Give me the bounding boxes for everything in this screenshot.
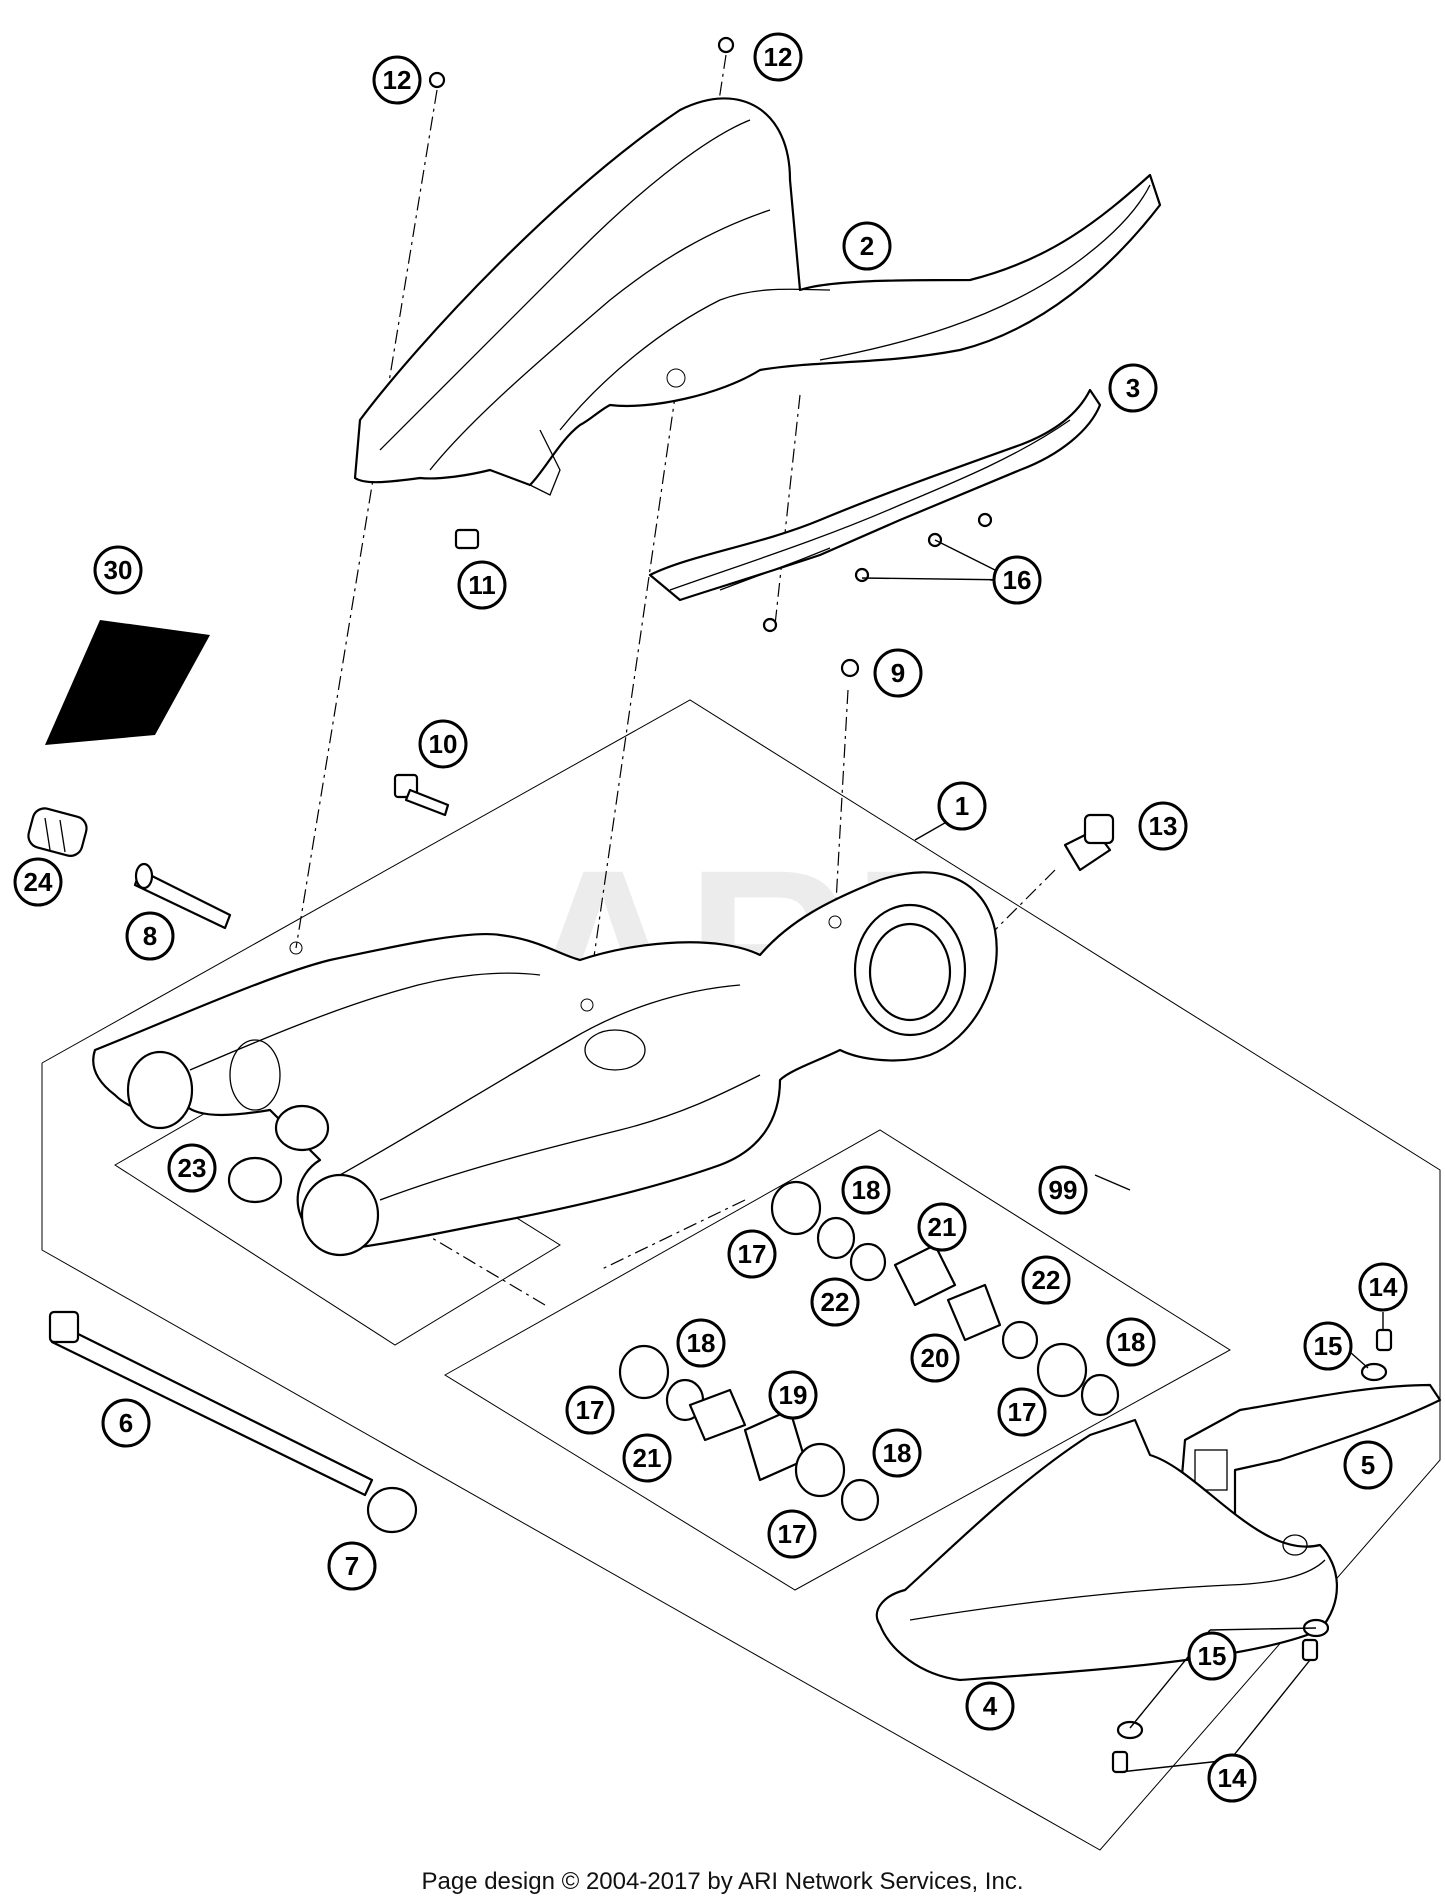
callout-12b: 12 bbox=[753, 32, 803, 82]
svg-text:99: 99 bbox=[1049, 1175, 1078, 1205]
fasteners bbox=[1111, 1328, 1393, 1774]
callout-15b: 15 bbox=[1187, 1631, 1237, 1681]
svg-text:17: 17 bbox=[738, 1239, 767, 1269]
svg-text:23: 23 bbox=[178, 1153, 207, 1183]
screws bbox=[428, 36, 993, 678]
svg-text:6: 6 bbox=[119, 1408, 133, 1438]
callout-20: 20 bbox=[910, 1333, 960, 1383]
svg-text:12: 12 bbox=[383, 65, 412, 95]
svg-text:30: 30 bbox=[104, 555, 133, 585]
plug-part bbox=[27, 807, 88, 857]
svg-text:2: 2 bbox=[860, 231, 874, 261]
svg-text:18: 18 bbox=[852, 1175, 881, 1205]
svg-text:7: 7 bbox=[345, 1551, 359, 1581]
bolt-part-10 bbox=[393, 773, 450, 817]
svg-text:20: 20 bbox=[921, 1343, 950, 1373]
svg-text:22: 22 bbox=[1032, 1265, 1061, 1295]
callout-18a: 18 bbox=[841, 1165, 891, 1215]
svg-text:17: 17 bbox=[778, 1519, 807, 1549]
svg-text:4: 4 bbox=[983, 1691, 998, 1721]
svg-text:24: 24 bbox=[24, 867, 53, 897]
callout-8: 8 bbox=[125, 911, 175, 961]
bearing-kit-boundary bbox=[444, 1129, 1231, 1591]
svg-text:22: 22 bbox=[821, 1287, 850, 1317]
callout-18b: 18 bbox=[676, 1318, 726, 1368]
callout-17a: 17 bbox=[727, 1229, 777, 1279]
callout-10: 10 bbox=[418, 719, 468, 769]
svg-text:18: 18 bbox=[883, 1438, 912, 1468]
svg-text:11: 11 bbox=[468, 570, 496, 600]
svg-text:17: 17 bbox=[576, 1395, 605, 1425]
callout-30: 30 bbox=[93, 545, 143, 595]
copyright-footer: Page design © 2004-2017 by ARI Network S… bbox=[421, 1868, 1024, 1895]
svg-text:15: 15 bbox=[1314, 1331, 1343, 1361]
svg-text:18: 18 bbox=[687, 1328, 716, 1358]
callout-12a: 12 bbox=[372, 55, 422, 105]
nut-part bbox=[366, 1486, 418, 1534]
svg-text:21: 21 bbox=[633, 1443, 662, 1473]
swingarm-part bbox=[92, 871, 998, 1257]
callout-14a: 14 bbox=[1358, 1262, 1408, 1312]
callout-17c: 17 bbox=[997, 1387, 1047, 1437]
svg-text:14: 14 bbox=[1218, 1763, 1247, 1793]
svg-text:3: 3 bbox=[1126, 373, 1140, 403]
callout-3: 3 bbox=[1108, 363, 1158, 413]
svg-text:15: 15 bbox=[1198, 1641, 1227, 1671]
callout-99: 99 bbox=[1038, 1165, 1088, 1215]
callout-24: 24 bbox=[13, 857, 63, 907]
callout-14b: 14 bbox=[1207, 1753, 1257, 1803]
svg-text:17: 17 bbox=[1008, 1397, 1037, 1427]
callout-15a: 15 bbox=[1303, 1321, 1353, 1371]
callout-2: 2 bbox=[842, 221, 892, 271]
callout-22b: 22 bbox=[1021, 1255, 1071, 1305]
callout-13: 13 bbox=[1138, 801, 1188, 851]
decal-part bbox=[45, 620, 210, 745]
callout-22a: 22 bbox=[810, 1277, 860, 1327]
svg-text:13: 13 bbox=[1149, 811, 1178, 841]
callout-1: 1 bbox=[937, 781, 987, 831]
svg-text:8: 8 bbox=[143, 921, 157, 951]
svg-text:10: 10 bbox=[429, 729, 458, 759]
callout-5: 5 bbox=[1343, 1440, 1393, 1490]
axle-part bbox=[48, 1310, 374, 1497]
callout-7: 7 bbox=[327, 1541, 377, 1591]
rear-fender-part bbox=[353, 97, 1162, 496]
callout-4: 4 bbox=[965, 1681, 1015, 1731]
callout-18d: 18 bbox=[872, 1428, 922, 1478]
callout-18c: 18 bbox=[1106, 1317, 1156, 1367]
callout-23: 23 bbox=[167, 1143, 217, 1193]
callout-21b: 21 bbox=[622, 1433, 672, 1483]
svg-text:1: 1 bbox=[955, 791, 969, 821]
bolt-part-13 bbox=[1063, 813, 1115, 872]
callout-21a: 21 bbox=[917, 1202, 967, 1252]
callout-17b: 17 bbox=[565, 1385, 615, 1435]
callout-11: 11 bbox=[457, 560, 507, 610]
svg-text:12: 12 bbox=[764, 42, 793, 72]
caps-part bbox=[227, 1104, 330, 1204]
lower-slider-part bbox=[875, 1418, 1339, 1682]
callout-9: 9 bbox=[873, 648, 923, 698]
svg-text:21: 21 bbox=[928, 1212, 957, 1242]
svg-text:18: 18 bbox=[1117, 1327, 1146, 1357]
callout-16: 16 bbox=[992, 555, 1042, 605]
svg-text:14: 14 bbox=[1369, 1272, 1398, 1302]
clip-part bbox=[454, 528, 480, 550]
svg-text:19: 19 bbox=[779, 1380, 808, 1410]
bearings-part bbox=[618, 1180, 1120, 1522]
kit-boundary bbox=[41, 699, 1441, 1851]
svg-text:16: 16 bbox=[1003, 565, 1032, 595]
svg-text:5: 5 bbox=[1361, 1450, 1375, 1480]
pin-part bbox=[133, 862, 232, 930]
callout-6: 6 bbox=[101, 1398, 151, 1448]
callout-19: 19 bbox=[768, 1370, 818, 1420]
callout-17d: 17 bbox=[767, 1509, 817, 1559]
chain-slider-part bbox=[648, 388, 1102, 602]
svg-text:9: 9 bbox=[891, 658, 905, 688]
